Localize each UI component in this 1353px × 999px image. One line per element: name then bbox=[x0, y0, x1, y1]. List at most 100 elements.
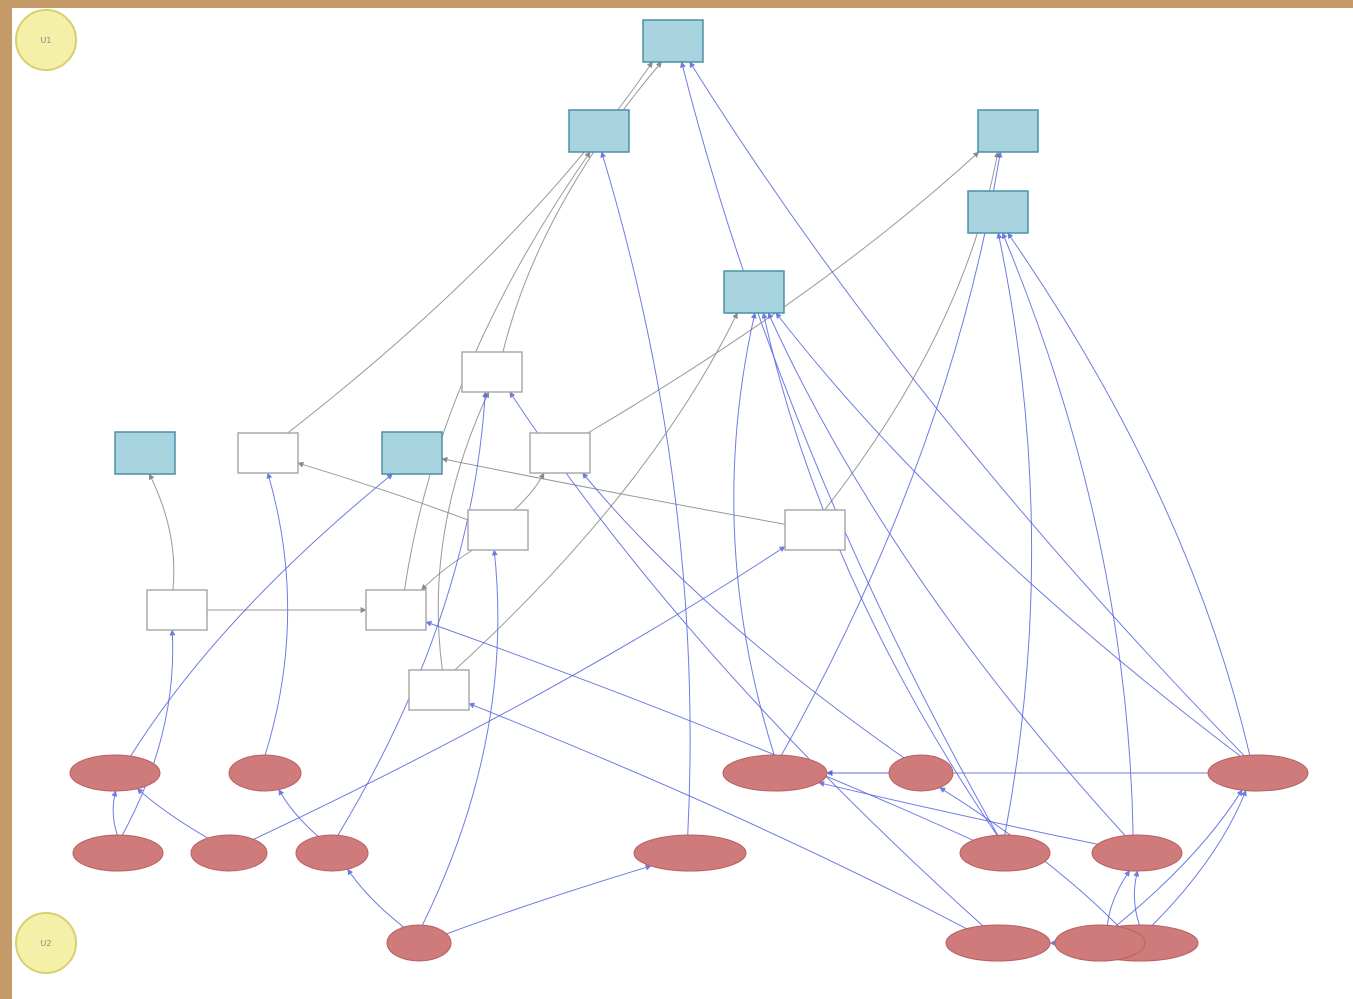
node-p5-shape bbox=[295, 834, 369, 872]
edge-p12-to-t1 bbox=[689, 61, 1245, 757]
node-target-t2[interactable] bbox=[568, 109, 630, 153]
node-p4-shape bbox=[190, 834, 268, 872]
edge-p7-to-t6 bbox=[733, 312, 775, 756]
edge-p8-to-t2 bbox=[600, 151, 691, 836]
node-m8-shape bbox=[408, 669, 470, 711]
edge-p1-to-t5 bbox=[130, 473, 393, 757]
node-target-t6[interactable] bbox=[723, 270, 785, 314]
node-m5-shape bbox=[146, 589, 208, 631]
node-t7-shape bbox=[967, 190, 1029, 234]
node-source-p6[interactable] bbox=[386, 924, 452, 962]
node-module-m8[interactable] bbox=[408, 669, 470, 711]
edge-m8-to-m2 bbox=[437, 391, 490, 671]
node-module-m6[interactable] bbox=[467, 509, 529, 551]
node-module-m7[interactable] bbox=[784, 509, 846, 551]
edge-m2-to-t1 bbox=[502, 61, 662, 353]
edge-m3-to-t3 bbox=[587, 151, 980, 434]
node-t5-shape bbox=[381, 431, 443, 475]
edge-p4-to-m7 bbox=[253, 546, 786, 840]
node-m2-shape bbox=[461, 351, 523, 393]
edge-p6-to-m6 bbox=[421, 549, 499, 926]
node-p10-shape bbox=[959, 834, 1051, 872]
edge-m6-to-m4 bbox=[421, 549, 473, 591]
edge-p12-to-t6 bbox=[775, 312, 1241, 757]
edge-p11-to-t7 bbox=[1001, 232, 1134, 836]
edge-p14-to-p11 bbox=[1133, 870, 1140, 926]
node-source-p5[interactable] bbox=[295, 834, 369, 872]
node-p12-shape bbox=[1207, 754, 1309, 792]
edge-p6-to-p8 bbox=[446, 864, 652, 935]
node-m3-shape bbox=[529, 432, 591, 474]
frame-left-border bbox=[0, 0, 12, 999]
node-t6-shape bbox=[723, 270, 785, 314]
node-source-p4[interactable] bbox=[190, 834, 268, 872]
edge-p2-to-m1 bbox=[264, 472, 289, 756]
node-source-p12[interactable] bbox=[1207, 754, 1309, 792]
edge-p3-to-p1 bbox=[111, 790, 118, 836]
edge-p13-to-m8 bbox=[468, 702, 967, 930]
edge-p4-to-p1 bbox=[136, 788, 208, 839]
node-m4-shape bbox=[365, 589, 427, 631]
node-module-m4[interactable] bbox=[365, 589, 427, 631]
node-source-p2[interactable] bbox=[228, 754, 302, 792]
node-module-m2[interactable] bbox=[461, 351, 523, 393]
node-p13-shape bbox=[945, 924, 1051, 962]
edge-p12-to-t7 bbox=[1007, 232, 1251, 756]
node-p1-shape bbox=[69, 754, 161, 792]
edge-p11-to-t6 bbox=[767, 312, 1126, 836]
frame-top-border bbox=[0, 0, 1353, 8]
edge-p5-to-m2 bbox=[337, 391, 489, 836]
node-target-t7[interactable] bbox=[967, 190, 1029, 234]
node-layer bbox=[69, 19, 1309, 962]
node-target-t3[interactable] bbox=[977, 109, 1039, 153]
node-module-m5[interactable] bbox=[146, 589, 208, 631]
node-target-t1[interactable] bbox=[642, 19, 704, 63]
edge-m6-to-m1 bbox=[297, 461, 469, 521]
node-p7-shape bbox=[722, 754, 828, 792]
node-t3-shape bbox=[977, 109, 1039, 153]
node-source-p10[interactable] bbox=[959, 834, 1051, 872]
edge-p10-to-t6 bbox=[761, 312, 998, 836]
node-source-p9[interactable] bbox=[888, 754, 954, 792]
node-p15-shape bbox=[1054, 924, 1146, 962]
node-t1-shape bbox=[642, 19, 704, 63]
node-source-p13[interactable] bbox=[945, 924, 1051, 962]
node-p6-shape bbox=[386, 924, 452, 962]
edge-p10-to-t7 bbox=[996, 232, 1033, 836]
edge-m8-to-t6 bbox=[454, 312, 738, 671]
node-p2-shape bbox=[228, 754, 302, 792]
node-p3-shape bbox=[72, 834, 164, 872]
corner-badge-bottom-label: U2 bbox=[41, 939, 52, 948]
node-source-p8[interactable] bbox=[633, 834, 747, 872]
edge-p3-to-m5 bbox=[121, 629, 176, 836]
node-source-p15[interactable] bbox=[1054, 924, 1146, 962]
edge-layer bbox=[111, 61, 1251, 946]
edge-p15-to-p11 bbox=[1106, 870, 1131, 926]
edge-p7-to-t3 bbox=[781, 151, 1003, 756]
edge-p5-to-p2 bbox=[278, 789, 319, 837]
edge-p10-to-m4 bbox=[425, 620, 974, 841]
edge-m7-to-t5 bbox=[441, 456, 786, 525]
node-source-p3[interactable] bbox=[72, 834, 164, 872]
node-module-m3[interactable] bbox=[529, 432, 591, 474]
edge-p9-to-m3 bbox=[582, 472, 905, 759]
node-source-p1[interactable] bbox=[69, 754, 161, 792]
node-m6-shape bbox=[467, 509, 529, 551]
node-p11-shape bbox=[1091, 834, 1183, 872]
node-source-p7[interactable] bbox=[722, 754, 828, 792]
edge-p6-to-p5 bbox=[347, 868, 405, 928]
edge-p11-to-p7 bbox=[818, 781, 1098, 845]
node-target-t5[interactable] bbox=[381, 431, 443, 475]
node-module-m1[interactable] bbox=[237, 432, 299, 474]
node-target-t4[interactable] bbox=[114, 431, 176, 475]
node-m1-shape bbox=[237, 432, 299, 474]
corner-badge-bottom: U2 bbox=[15, 912, 77, 974]
edge-p15-to-p12 bbox=[1115, 789, 1243, 927]
edge-p10-to-t1 bbox=[680, 61, 999, 836]
node-t4-shape bbox=[114, 431, 176, 475]
node-source-p11[interactable] bbox=[1091, 834, 1183, 872]
node-t2-shape bbox=[568, 109, 630, 153]
corner-badge-top-circle bbox=[15, 9, 77, 71]
node-m7-shape bbox=[784, 509, 846, 551]
